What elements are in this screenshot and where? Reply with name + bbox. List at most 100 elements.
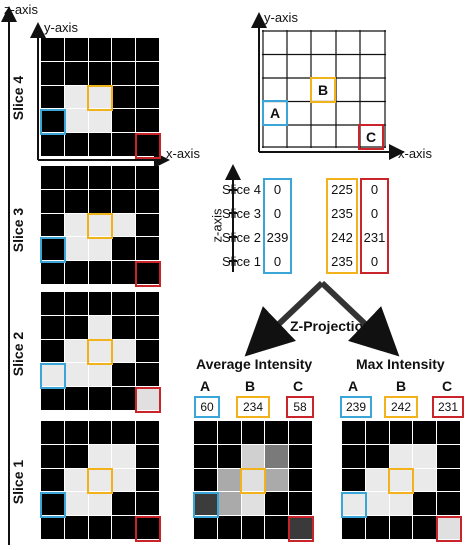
pixel-cell <box>41 213 64 237</box>
pixel-cell <box>112 38 136 61</box>
slice2-label: Slice 2 <box>10 331 27 377</box>
table-column-c <box>360 178 389 274</box>
slice4-label: Slice 4 <box>10 75 27 121</box>
pixel-cell <box>136 387 159 410</box>
pixel-cell <box>112 166 136 189</box>
pixel-cell <box>41 516 64 539</box>
pixel-cell <box>64 421 88 444</box>
pixel-cell <box>389 421 413 444</box>
pixel-cell <box>241 516 265 539</box>
pixel-cell <box>41 292 64 315</box>
pixel-cell <box>41 38 64 61</box>
pixel-cell <box>88 213 112 237</box>
pixel-cell <box>365 444 389 468</box>
pixel-cell <box>265 516 289 539</box>
slice1-label: Slice 1 <box>10 459 27 505</box>
pixel-cell <box>112 292 136 315</box>
pixel-cell <box>136 85 159 109</box>
pixel-cell <box>112 339 136 363</box>
max-label-b: B <box>396 378 407 394</box>
average-value-b: 234 <box>236 396 270 418</box>
pixel-cell <box>88 516 112 539</box>
pixel-cell <box>64 339 88 363</box>
pixel-cell <box>41 189 64 213</box>
pixel-cell <box>112 85 136 109</box>
table-row-label-slice2: Slice 2 <box>222 230 262 245</box>
pixel-cell <box>41 315 64 339</box>
pixel-cell <box>389 516 413 539</box>
pixel-cell <box>64 468 88 492</box>
pixel-cell <box>64 387 88 410</box>
pixel-cell <box>88 109 112 133</box>
max-point-b-highlight <box>388 468 414 494</box>
slice3-grid <box>41 166 159 284</box>
pixel-cell <box>64 444 88 468</box>
projection-arrow-left <box>244 280 325 357</box>
pixel-cell <box>289 444 312 468</box>
slice4-point-b-highlight <box>87 85 113 111</box>
average-label-a: A <box>200 378 211 394</box>
pixel-cell <box>41 468 64 492</box>
table-cell-a-slice4: 0 <box>273 182 282 197</box>
max-value-b: 242 <box>384 396 418 418</box>
pixel-cell <box>88 421 112 444</box>
table-cell-b-slice1: 235 <box>331 254 353 269</box>
pixel-cell <box>41 421 64 444</box>
pixel-cell <box>112 421 136 444</box>
table-cell-b-slice4: 225 <box>331 182 353 197</box>
slice3-point-b-highlight <box>87 213 113 239</box>
slice3-point-a-highlight <box>40 237 66 263</box>
pixel-cell <box>41 166 64 189</box>
slice3-label: Slice 3 <box>10 207 27 253</box>
pixel-cell <box>413 444 437 468</box>
pixel-cell <box>64 189 88 213</box>
pixel-cell <box>194 468 217 492</box>
pixel-cell <box>88 363 112 387</box>
pixel-cell <box>217 468 241 492</box>
pixel-cell <box>112 133 136 156</box>
plane-point-a: A <box>262 100 288 126</box>
pixel-cell <box>41 133 64 156</box>
max-intensity-title: Max Intensity <box>356 356 445 372</box>
slice3-point-c-highlight <box>135 261 161 287</box>
pixel-cell <box>88 292 112 315</box>
pixel-cell <box>194 516 217 539</box>
pixel-cell <box>365 468 389 492</box>
pixel-cell <box>64 237 88 261</box>
pixel-cell <box>88 133 112 156</box>
pixel-cell <box>88 189 112 213</box>
pixel-cell <box>265 421 289 444</box>
pixel-cell <box>136 213 159 237</box>
plane-x-axis-label: x-axis <box>398 146 432 161</box>
pixel-cell <box>112 213 136 237</box>
pixel-cell <box>413 421 437 444</box>
pixel-cell <box>136 61 159 85</box>
pixel-cell <box>241 421 265 444</box>
pixel-cell <box>437 421 460 444</box>
average-point-b-highlight <box>240 468 266 494</box>
pixel-cell <box>88 261 112 284</box>
pixel-cell <box>217 516 241 539</box>
pixel-cell <box>41 85 64 109</box>
pixel-cell <box>365 492 389 516</box>
pixel-cell <box>112 444 136 468</box>
pixel-cell <box>88 339 112 363</box>
pixel-cell <box>365 421 389 444</box>
pixel-cell <box>64 363 88 387</box>
pixel-cell <box>265 444 289 468</box>
z-projection-label: Z-Projection <box>290 318 372 334</box>
pixel-cell <box>88 387 112 410</box>
slice1-point-c-highlight <box>135 516 161 542</box>
pixel-cell <box>112 189 136 213</box>
table-row-label-slice3: Slice 3 <box>222 206 262 221</box>
pixel-cell <box>437 492 460 516</box>
average-point-a-highlight <box>193 492 219 518</box>
pixel-cell <box>41 363 64 387</box>
pixel-cell <box>136 516 159 539</box>
pixel-cell <box>136 421 159 444</box>
pixel-cell <box>41 61 64 85</box>
pixel-cell <box>41 492 64 516</box>
pixel-cell <box>136 237 159 261</box>
pixel-cell <box>64 292 88 315</box>
pixel-cell <box>64 61 88 85</box>
